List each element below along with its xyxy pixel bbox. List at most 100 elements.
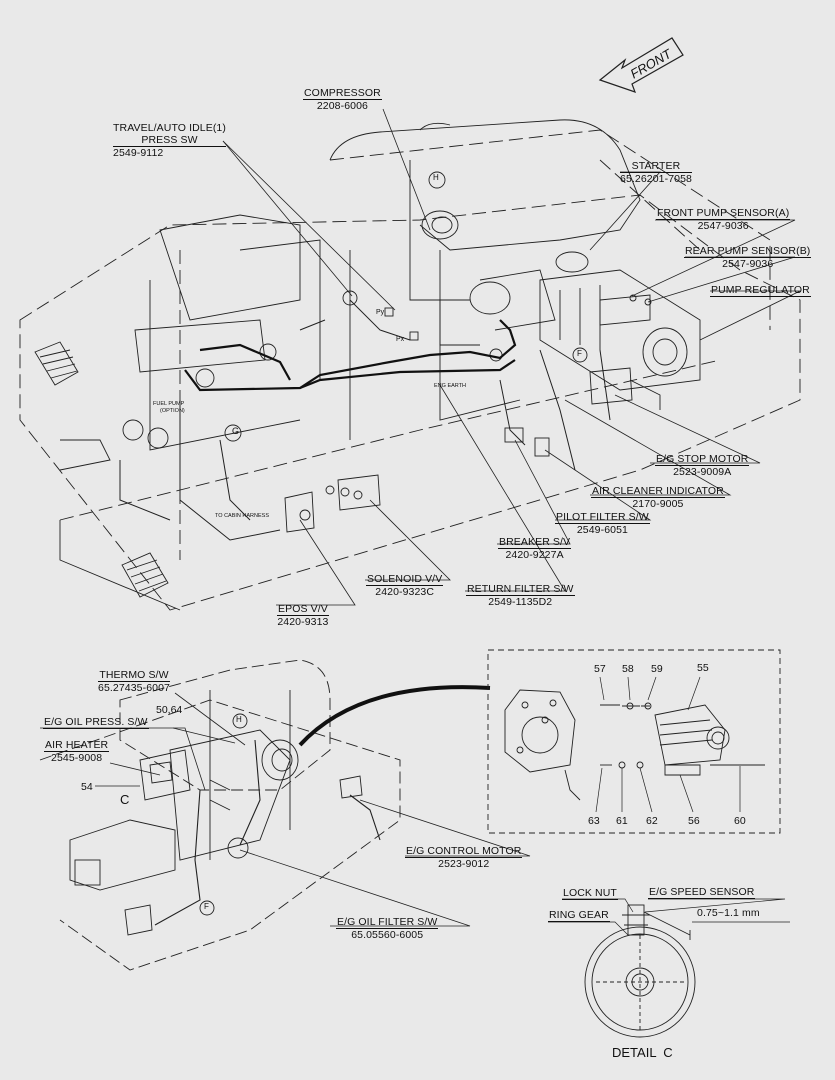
label-compressor: COMPRESSOR 2208-6006: [303, 87, 382, 112]
callout-50-64: 50,64: [156, 704, 183, 716]
text-py: Py: [376, 309, 385, 316]
detail-box: [487, 649, 781, 834]
label-eg-stop-motor-name: E/G STOP MOTOR: [655, 453, 750, 466]
engine-block: [59, 119, 641, 611]
text-px1: Px: [396, 336, 405, 343]
label-epos-part: 2420-9313: [277, 616, 329, 628]
label-speed-sensor: E/G SPEED SENSOR: [648, 886, 756, 899]
label-thermo: THERMO S/W 65.27435-6007: [98, 669, 170, 694]
label-eg-control-motor-part: 2523-9012: [438, 858, 490, 870]
solenoid-icon: [325, 474, 381, 511]
label-speed-sensor-name: E/G SPEED SENSOR: [648, 886, 756, 899]
label-gap: 0.75~1.1 mm: [697, 907, 760, 919]
label-air-cleaner-part: 2170-9005: [632, 498, 684, 510]
leader-lines: [222, 108, 801, 606]
label-lock-nut-name: LOCK NUT: [562, 887, 618, 900]
label-front-pump-sensor-part: 2547-9036: [697, 220, 749, 232]
label-starter-part: 65.26201-7058: [620, 173, 692, 185]
label-air-cleaner: AIR CLEANER INDICATOR 2170-9005: [591, 485, 725, 510]
label-front-pump-sensor-name: FRONT PUMP SENSOR(A): [656, 207, 791, 220]
ring-gear-icon: [584, 926, 696, 1038]
label-travel-sw: TRAVEL/AUTO IDLE(1) PRESS SW 2549-9112: [113, 122, 226, 159]
text-f-mark: F: [577, 349, 582, 358]
callout-63: 63: [588, 815, 600, 827]
label-return-filter-part: 2549-1135D2: [488, 596, 553, 608]
label-thermo-name: THERMO S/W: [98, 669, 170, 682]
detail-leaders: [595, 676, 741, 813]
callout-62: 62: [646, 815, 658, 827]
label-oil-press: E/G OIL PRESS. S/W: [43, 716, 149, 729]
label-breaker-part: 2420-9227A: [505, 549, 564, 561]
label-rear-pump-sensor-name: REAR PUMP SENSOR(B): [684, 245, 812, 258]
label-pump-regulator: PUMP REGULATOR: [710, 284, 811, 297]
label-return-filter-name: RETURN FILTER S/W: [466, 583, 575, 596]
label-epos: EPOS V/V 2420-9313: [277, 603, 329, 628]
label-pump-regulator-name: PUMP REGULATOR: [710, 284, 811, 297]
label-pilot-filter-name: PILOT FILTER S/W: [555, 511, 650, 524]
epos-icon: [284, 491, 315, 533]
text-eng-earth: ENG EARTH: [434, 383, 466, 389]
text-h-mark2: H: [236, 715, 242, 724]
label-air-heater-name: AIR HEATER: [44, 739, 110, 752]
starter-icon: [469, 251, 589, 331]
text-g-mark: G: [232, 426, 240, 436]
label-lock-nut: LOCK NUT: [562, 887, 618, 900]
label-ring-gear: RING GEAR: [548, 909, 610, 922]
breaker-icon: [504, 427, 550, 457]
wiring-harness: [184, 319, 517, 392]
text-to-cabin: TO CABIN HARNESS: [215, 513, 269, 519]
text-h-mark: H: [433, 173, 439, 182]
fuel-pump-icon: [122, 419, 242, 449]
callout-57: 57: [594, 663, 606, 675]
label-eg-control-motor: E/G CONTROL MOTOR 2523-9012: [405, 845, 523, 870]
label-gap-value: 0.75~1.1 mm: [697, 907, 760, 919]
label-solenoid-name: SOLENOID V/V: [366, 573, 444, 586]
callout-55: 55: [697, 662, 709, 674]
label-pilot-filter-part: 2549-6051: [576, 524, 628, 536]
wires-thin: [119, 299, 611, 541]
callout-59: 59: [651, 663, 663, 675]
label-eg-oil-filter-part: 65.05560-6005: [351, 929, 424, 941]
engine-side-view: [39, 659, 401, 971]
label-solenoid: SOLENOID V/V 2420-9323C: [366, 573, 444, 598]
label-eg-stop-motor-part: 2523-9009A: [673, 466, 732, 478]
detail-link-curve: [298, 685, 491, 747]
label-return-filter: RETURN FILTER S/W 2549-1135D2: [466, 583, 575, 608]
label-thermo-part: 65.27435-6007: [98, 682, 170, 694]
label-solenoid-part: 2420-9323C: [375, 586, 435, 598]
label-compressor-part: 2208-6006: [316, 100, 368, 112]
label-breaker: BREAKER S/V 2420-9227A: [498, 536, 572, 561]
label-pilot-filter: PILOT FILTER S/W 2549-6051: [555, 511, 650, 536]
callout-56: 56: [688, 815, 700, 827]
compressor-icon: [421, 171, 459, 240]
label-rear-pump-sensor: REAR PUMP SENSOR(B) 2547-9036: [684, 245, 812, 270]
label-epos-name: EPOS V/V: [277, 603, 329, 616]
label-eg-oil-filter-name: E/G OIL FILTER S/W: [336, 916, 439, 929]
eg-stop-motor-icon: [589, 367, 661, 410]
label-eg-stop-motor: E/G STOP MOTOR 2523-9009A: [655, 453, 750, 478]
battery-box-icon: [134, 319, 277, 388]
label-eg-oil-filter: E/G OIL FILTER S/W 65.05560-6005: [336, 916, 439, 941]
callout-58: 58: [622, 663, 634, 675]
pump-assembly-icon: [539, 269, 701, 391]
label-air-heater: AIR HEATER 2545-9008: [44, 739, 110, 764]
label-breaker-name: BREAKER S/V: [498, 536, 572, 549]
label-air-cleaner-name: AIR CLEANER INDICATOR: [591, 485, 725, 498]
label-eg-control-motor-name: E/G CONTROL MOTOR: [405, 845, 523, 858]
text-option: (OPTION): [160, 408, 185, 414]
label-travel-sw-part: 2549-9112: [113, 147, 164, 159]
label-compressor-name: COMPRESSOR: [303, 87, 382, 100]
grille-icon: [34, 341, 169, 598]
front-arrow-icon: [598, 37, 684, 93]
label-starter-name: STARTER: [620, 160, 692, 173]
callout-54: 54: [81, 781, 93, 793]
text-fuel-pump: FUEL PUMP: [153, 401, 185, 407]
label-oil-press-name: E/G OIL PRESS. S/W: [43, 716, 149, 729]
callout-61: 61: [616, 815, 628, 827]
starter-motor-detail-icon: [504, 689, 765, 801]
speed-sensor-icon: [622, 904, 691, 940]
text-f-mark2: F: [204, 902, 209, 911]
label-rear-pump-sensor-part: 2547-9036: [722, 258, 774, 270]
